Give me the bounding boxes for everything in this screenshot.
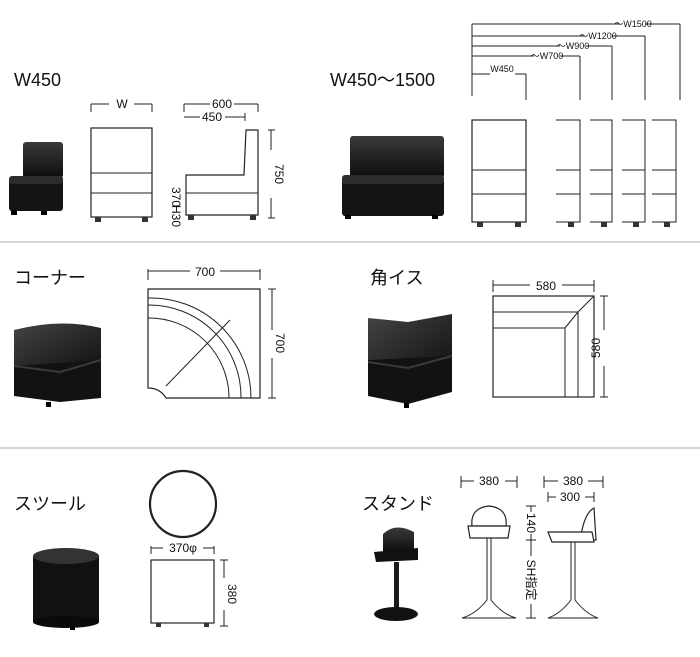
extension-segments: [556, 119, 677, 227]
photo-corner-chair: [13, 323, 102, 407]
dim-label-370: 370: [169, 187, 183, 207]
dim-label-750: 750: [272, 164, 286, 184]
section-corner: コーナー 700 700: [13, 265, 287, 407]
plan-view-corner: 700 700: [147, 265, 287, 399]
stand-height-dims: 140 SH指定: [524, 505, 539, 619]
section-label-kaku: 角イス: [370, 268, 423, 288]
dim-label-h30: H30: [169, 205, 183, 227]
photo-stand-stool: [374, 527, 418, 621]
section-label-stool: スツール: [14, 494, 86, 514]
dim-label-stand-140: 140: [524, 513, 538, 533]
front-view-stand: 380: [460, 474, 518, 619]
dim-label-stand-380a: 380: [479, 474, 499, 488]
front-view-w450: W: [90, 97, 153, 222]
dim-label-kaku-d: 580: [589, 338, 603, 358]
dim-label-corner-w: 700: [195, 265, 215, 279]
dim-label-450: 450: [202, 110, 222, 124]
photo-chair-w450: [9, 142, 63, 215]
section-kaku: 角イス 580 580: [367, 268, 608, 408]
section-label-stand: スタンド: [362, 494, 434, 514]
side-view-w450: 600 450 750 370 H30: [169, 97, 286, 227]
section-stool: スツール 370φ 380: [14, 469, 239, 630]
plan-view-kaku: 580 580: [492, 279, 608, 398]
dim-label-w1200: ～W1200: [579, 31, 617, 41]
dimension-ladder: ～W1500 ～W1200 ～W900 ～W700 W450: [471, 19, 681, 100]
dim-label-stand-300: 300: [560, 490, 580, 504]
dim-label-stand-380b: 380: [563, 474, 583, 488]
photo-stool: [33, 548, 99, 630]
dim-label-600: 600: [212, 97, 232, 111]
photo-kaku-chair: [367, 314, 453, 408]
section-w450: W450 W 600: [9, 70, 286, 227]
dim-label-w: W: [116, 97, 128, 111]
dim-label-w450: W450: [490, 64, 514, 74]
section-w450-1500: W450～1500 ～W1500 ～W1200 ～W900: [330, 19, 681, 227]
section-stand: スタンド 380 380: [362, 474, 604, 621]
dim-label-stool-h: 380: [225, 584, 239, 604]
dim-label-stand-sh: SH指定: [524, 560, 539, 601]
dim-label-corner-d: 700: [273, 333, 287, 353]
side-view-stand: 380 300: [543, 474, 604, 619]
dim-label-stool-dia: 370φ: [169, 541, 197, 555]
dim-label-w700: ～W700: [531, 51, 564, 61]
dim-label-w900: ～W900: [557, 41, 590, 51]
front-view-stool: 370φ 380: [150, 541, 239, 627]
section-label-corner: コーナー: [14, 268, 86, 288]
front-view-sofa-base: [471, 119, 527, 227]
photo-sofa: [342, 136, 444, 219]
section-label-w450-1500: W450～1500: [330, 70, 435, 90]
dim-label-w1500: ～W1500: [614, 19, 652, 29]
section-label-w450: W450: [14, 70, 61, 90]
plan-view-stool: [148, 469, 218, 539]
dim-label-kaku-w: 580: [536, 279, 556, 293]
